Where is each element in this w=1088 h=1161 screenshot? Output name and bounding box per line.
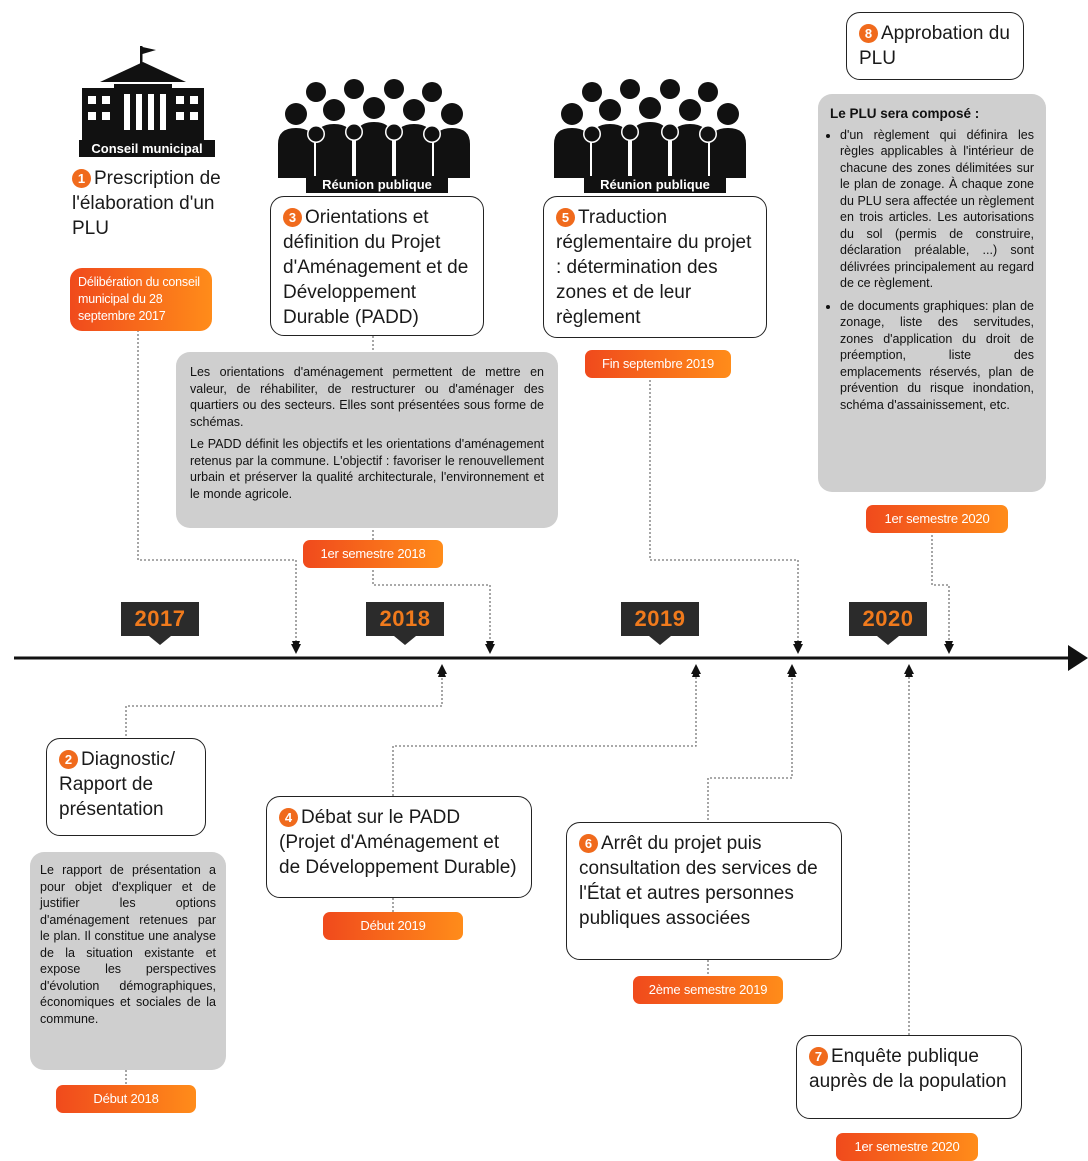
connector-step-4 (392, 667, 700, 800)
step-3-desc-padd: Le PADD définit les objectifs et les ori… (190, 437, 544, 501)
year-2018: 2018 (366, 602, 444, 645)
city-hall-icon (82, 46, 204, 140)
step-3-description: Les orientations d'aménagement permetten… (176, 352, 558, 528)
timeline-arrowhead (1068, 645, 1088, 671)
step-3-number: 3 (283, 208, 302, 227)
crowd-icon-step-3 (278, 79, 470, 178)
step-7-date: 1er semestre 2020 (836, 1133, 978, 1161)
step-5-title: Traduction réglementaire du projet : dét… (556, 207, 752, 328)
step-4-number: 4 (279, 808, 298, 827)
banner-conseil-municipal: Conseil municipal (79, 140, 215, 157)
step-1-date: Délibération du conseil municipal du 28 … (70, 268, 212, 331)
crowd-icon-step-5 (554, 79, 746, 178)
year-2019: 2019 (621, 602, 699, 645)
step-8-desc-heading: Le PLU sera composé : (830, 106, 980, 121)
step-8-description: Le PLU sera composé : d'un règlement qui… (818, 94, 1046, 492)
step-8-desc-item-documents: de documents graphiques: plan de zonage,… (840, 298, 1034, 414)
step-2-date: Début 2018 (56, 1085, 196, 1113)
step-3-date: 1er semestre 2018 (303, 540, 443, 568)
connector-step-8 (931, 535, 953, 651)
step-8-desc-item-reglement: d'un règlement qui définira les règles a… (840, 127, 1034, 292)
step-7-number: 7 (809, 1047, 828, 1066)
step-1-number: 1 (72, 169, 91, 188)
step-7-title: Enquête publique auprès de la population (809, 1046, 1007, 1092)
year-2017: 2017 (121, 602, 199, 645)
step-4-title: Débat sur le PADD (Projet d'Aménagement … (279, 807, 517, 878)
step-5-date: Fin septembre 2019 (585, 350, 731, 378)
connector-step-2 (125, 667, 446, 740)
banner-reunion-publique-1: Réunion publique (306, 176, 448, 193)
banner-reunion-publique-2: Réunion publique (584, 176, 726, 193)
step-8-date: 1er semestre 2020 (866, 505, 1008, 533)
step-8-title: Approbation du PLU (859, 23, 1010, 69)
step-2-description: Le rapport de présentation a pour objet … (30, 852, 226, 1070)
step-6-number: 6 (579, 834, 598, 853)
step-8-number: 8 (859, 24, 878, 43)
step-2-number: 2 (59, 750, 78, 769)
step-6-title: Arrêt du projet puis consultation des se… (579, 833, 818, 929)
year-2020: 2020 (849, 602, 927, 645)
step-4-date: Début 2019 (323, 912, 463, 940)
step-2-title: Diagnostic/ Rapport de présentation (59, 749, 175, 820)
step-3-desc-orientations: Les orientations d'aménagement permetten… (190, 365, 544, 429)
step-5-number: 5 (556, 208, 575, 227)
step-6-date: 2ème semestre 2019 (633, 976, 783, 1004)
connector-step-6 (707, 667, 796, 824)
step-3-title: Orientations et définition du Projet d'A… (283, 207, 469, 328)
